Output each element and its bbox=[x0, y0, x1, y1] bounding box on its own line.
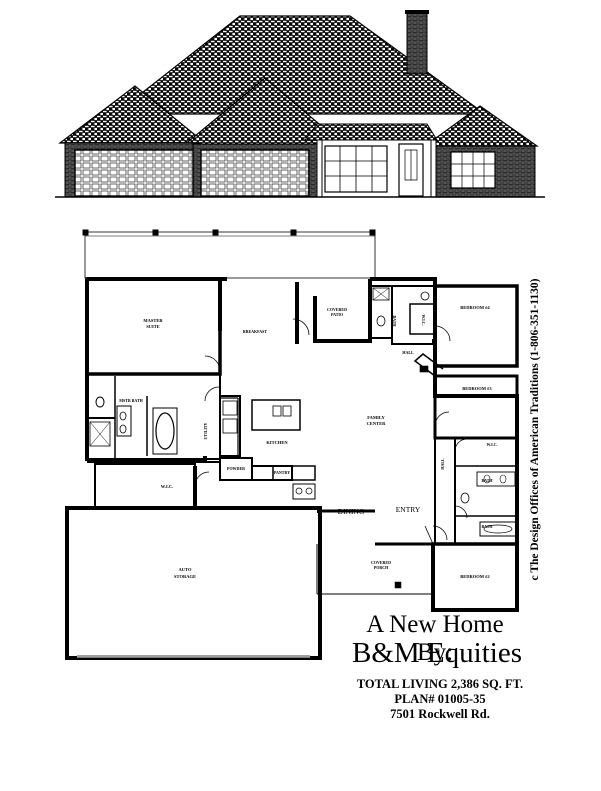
headline: A New Home By: bbox=[366, 611, 504, 666]
room-label-master-2: SUITE bbox=[146, 324, 160, 329]
main-roof bbox=[113, 15, 487, 115]
room-label-bath-top: BATH bbox=[392, 315, 397, 327]
room-label-dining: DINING bbox=[338, 507, 365, 516]
total-living-area: TOTAL LIVING 2,386 SQ. FT. bbox=[356, 677, 524, 691]
room-label-hall-top: HALL bbox=[402, 350, 414, 355]
room-label-auto-storage-2: STORAGE bbox=[174, 574, 196, 579]
bedroom-4-walls bbox=[433, 284, 519, 368]
garage-door-left bbox=[74, 149, 194, 197]
room-label-covered-porch-2: PORCH bbox=[374, 565, 389, 570]
garage-walls bbox=[65, 506, 322, 660]
room-label-breakfast: BREAKFAST bbox=[243, 329, 267, 334]
plan-number: PLAN# 01005-35 bbox=[394, 692, 486, 706]
rear-patio-canopy bbox=[84, 231, 376, 279]
room-label-family-center: FAMILY bbox=[367, 415, 385, 420]
bedroom-2-walls bbox=[431, 542, 519, 612]
room-label-wic-master: W.I.C. bbox=[161, 484, 173, 489]
room-label-covered-patio-2: PATIO bbox=[331, 312, 343, 317]
room-label-entry: ENTRY bbox=[396, 505, 421, 514]
room-label-bath-right-2: BATH bbox=[481, 524, 493, 529]
room-label-covered-porch: COVERED bbox=[371, 560, 391, 565]
room-label-kitchen: KITCHEN bbox=[266, 440, 288, 445]
room-label-master-bath: MSTR BATH bbox=[119, 398, 143, 403]
chimney bbox=[406, 11, 428, 75]
copyright-credit-text: c The Design Offices of American Traditi… bbox=[529, 278, 541, 581]
plan-stats: TOTAL LIVING 2,386 SQ. FT. PLAN# 01005-3… bbox=[330, 677, 550, 722]
room-label-bedroom-4: BEDROOM #4 bbox=[460, 305, 490, 310]
room-label-utility: UTILITY bbox=[203, 422, 208, 439]
room-label-covered-patio: COVERED bbox=[327, 307, 347, 312]
garage-door-center bbox=[200, 149, 310, 197]
kitchen-island bbox=[251, 399, 301, 431]
room-label-powder: POWDER bbox=[227, 466, 245, 471]
room-label-bedroom-2: BEDROOM #2 bbox=[460, 574, 490, 579]
room-label-wic-top: W.I.C. bbox=[421, 314, 426, 325]
room-label-hall-right: HALL bbox=[440, 458, 445, 470]
room-label-family-center-2: CENTER bbox=[367, 421, 387, 426]
room-label-auto-storage: AUTO bbox=[179, 567, 192, 572]
porch-roof bbox=[304, 123, 438, 141]
front-elevation-drawing bbox=[55, 10, 545, 198]
floor-plan-drawing: MASTER SUITE BREAKFAST COVERED PATIO BED… bbox=[65, 229, 519, 660]
room-label-master: MASTER bbox=[143, 318, 163, 323]
copyright-credit: c The Design Offices of American Traditi… bbox=[526, 232, 546, 627]
room-label-bedroom-3: BEDROOM #3 bbox=[462, 386, 492, 391]
street-address: 7501 Rockwell Rd. bbox=[390, 707, 490, 721]
builder-name: B&M Equities bbox=[352, 637, 522, 669]
room-label-pantry: PANTRY bbox=[274, 470, 290, 475]
utility-walls bbox=[219, 395, 241, 457]
room-label-bath-right-1: BATH bbox=[481, 478, 493, 483]
room-label-wic-bed: W.I.C. bbox=[486, 442, 497, 447]
